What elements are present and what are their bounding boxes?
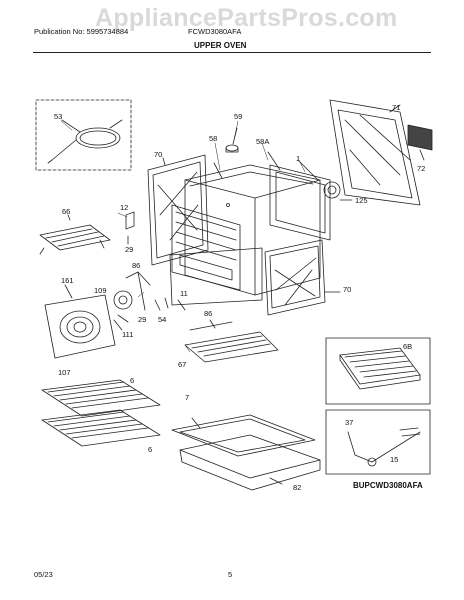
callout-161: 161 [61,276,74,285]
callout-111: 111 [122,330,134,339]
model-number: FCWD3080AFA [188,27,242,36]
callout-6b: 6B [403,342,413,351]
callout-29-a: 29 [125,245,134,254]
part-66-broil-element [39,214,111,255]
callout-125: 125 [355,196,368,205]
footer-page-number: 5 [228,570,233,579]
callout-6-b: 6 [148,445,153,454]
part-59-grommet [225,127,239,153]
part-6b-inset [325,337,431,405]
part-53-sensor [35,99,132,171]
callout-107: 107 [58,368,71,377]
part-7-bottom-panel [171,414,316,457]
part-58-oven-cavity [171,162,321,296]
part-109-fan-motor [113,290,133,331]
part-58a-back-panel [267,151,331,241]
footer-date: 05/23 [34,570,53,579]
part-11-frame [169,247,263,311]
callout-109: 109 [94,286,107,295]
publication-number: Publication No: 5995734884 [34,27,129,36]
callout-37: 37 [345,418,354,427]
part-67-bake-element [184,319,279,363]
callout-86-a: 86 [132,261,141,270]
part-37-15-harness [325,409,431,475]
callout-66: 66 [62,207,71,216]
part-161-convection-housing [44,284,116,359]
drawing-id: BUPCWD3080AFA [353,481,423,490]
watermark: AppliancePartsPros.com [95,4,398,32]
section-title: UPPER OVEN [194,41,247,50]
callout-70-top: 70 [154,150,163,159]
callout-86-b: 86 [204,309,213,318]
callout-53: 53 [54,112,63,121]
callout-72: 72 [417,164,426,173]
part-82-base-pan [179,434,321,491]
callout-15: 15 [390,455,399,464]
part-1-convection-fan [297,159,353,201]
callout-12: 12 [120,203,129,212]
callout-70-right: 70 [343,285,352,294]
part-70-right-side-panel [264,239,341,316]
callout-58a: 58A [256,137,270,146]
part-70-left-side-panel [147,154,209,266]
part-71-rear-wall [329,99,421,206]
callout-58: 58 [209,134,218,143]
part-6-oven-racks [41,379,161,447]
callout-67: 67 [178,360,187,369]
callout-29-b: 29 [138,315,147,324]
callout-59: 59 [234,112,243,121]
callout-1: 1 [296,154,301,163]
callout-54: 54 [158,315,167,324]
callout-82: 82 [293,483,302,492]
callout-11: 11 [180,289,188,298]
callout-7: 7 [185,393,190,402]
part-72-filter [407,124,433,161]
callout-71: 71 [392,103,401,112]
part-54-screw [154,297,169,311]
part-86-probe [125,271,151,311]
leader-lines [60,120,306,353]
callout-6-a: 6 [130,376,135,385]
part-12-bracket [125,211,135,245]
header-rule [33,52,431,53]
